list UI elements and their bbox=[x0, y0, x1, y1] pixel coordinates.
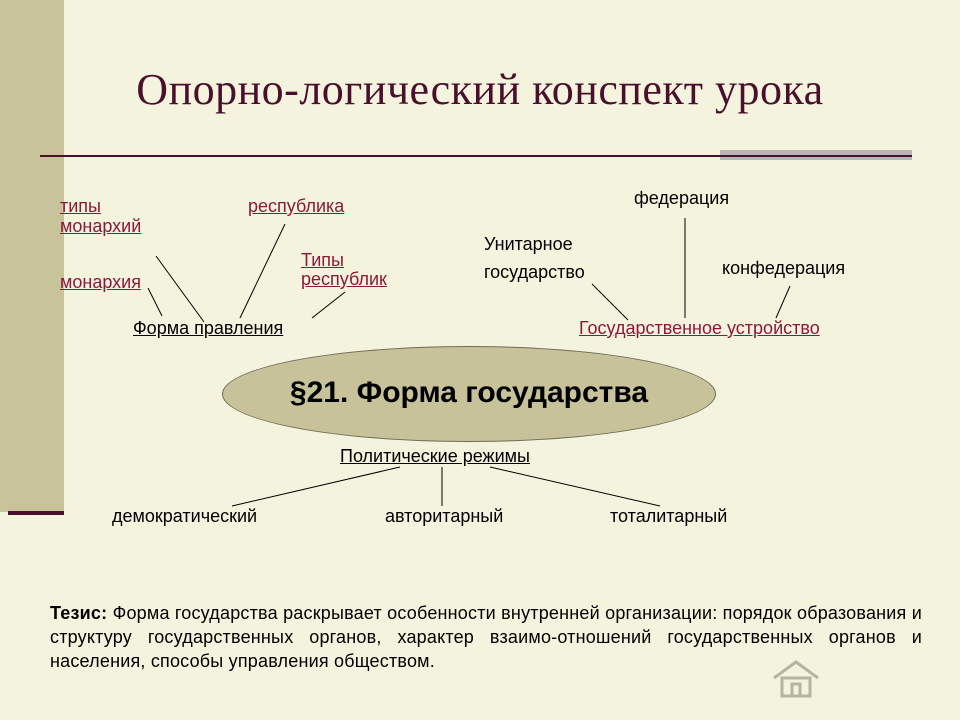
link-types-republics-line1[interactable]: Типы bbox=[301, 250, 344, 270]
home-icon[interactable] bbox=[768, 656, 824, 700]
form-of-government-label: Форма правления bbox=[133, 318, 284, 338]
connector-democratic bbox=[231, 466, 401, 507]
thesis-text: Форма государства раскрывает особенности… bbox=[50, 603, 922, 671]
link-types-republics-line2[interactable]: республик bbox=[301, 269, 387, 289]
connector-confederation bbox=[775, 285, 791, 319]
title-rule-right bbox=[720, 155, 912, 157]
authoritarian-label: авторитарный bbox=[385, 506, 504, 526]
connector-types-monarchies bbox=[155, 255, 205, 323]
connector-unitary bbox=[591, 283, 629, 321]
connector-monarchy bbox=[147, 287, 163, 317]
slide-title: Опорно-логический конспект урока bbox=[136, 65, 824, 114]
political-regimes-label: Политические режимы bbox=[340, 446, 530, 466]
center-ellipse bbox=[222, 346, 716, 442]
link-state-structure[interactable]: Государственное устройство bbox=[579, 318, 820, 338]
left-decor-bar bbox=[0, 0, 64, 512]
unitary-label-line1: Унитарное bbox=[484, 234, 573, 254]
totalitarian-label: тоталитарный bbox=[610, 506, 728, 526]
unitary-label-line2: государство bbox=[484, 262, 585, 282]
connector-republic bbox=[239, 223, 286, 319]
thesis-lead: Тезис: bbox=[50, 603, 108, 623]
connector-totalitarian bbox=[489, 466, 661, 507]
federation-label: федерация bbox=[634, 188, 730, 208]
confederation-label: конфедерация bbox=[722, 258, 846, 278]
link-types-monarchies-line2[interactable]: монархий bbox=[60, 216, 142, 236]
link-monarchy[interactable]: монархия bbox=[60, 272, 141, 292]
center-topic: §21. Форма государства bbox=[289, 376, 649, 409]
thesis-paragraph: Тезис: Форма государства раскрывает особ… bbox=[50, 601, 922, 673]
link-republic[interactable]: республика bbox=[248, 196, 345, 216]
connector-types-republics bbox=[311, 291, 346, 319]
link-types-monarchies-line1[interactable]: типы bbox=[60, 196, 101, 216]
democratic-label: демократический bbox=[112, 506, 258, 526]
left-decor-underline bbox=[8, 511, 64, 515]
title-rule bbox=[40, 155, 720, 157]
